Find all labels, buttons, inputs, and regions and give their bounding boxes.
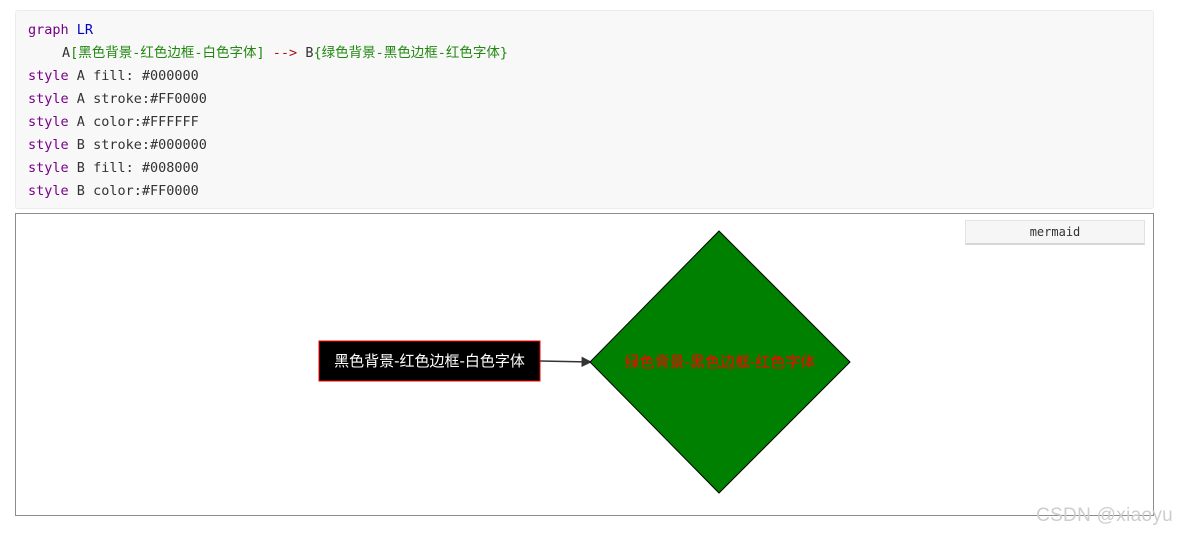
- style-rule: fill: #008000: [93, 160, 199, 176]
- keyword-style: style: [28, 91, 69, 107]
- keyword-style: style: [28, 160, 69, 176]
- edge-arrow: -->: [272, 45, 298, 61]
- node-a-label: [黑色背景-红色边框-白色字体]: [70, 45, 265, 61]
- node-b-id: B: [305, 45, 314, 61]
- style-target: B: [76, 160, 85, 176]
- flow-edge: [539, 356, 593, 368]
- keyword-graph: graph: [28, 22, 69, 38]
- flowchart: 黑色背景-红色边框-白色字体 绿色背景-黑色边框-红色字体: [318, 230, 851, 494]
- node-b[interactable]: 绿色背景-黑色边框-红色字体: [589, 230, 851, 494]
- style-rule: stroke:#FF0000: [93, 91, 207, 107]
- keyword-style: style: [28, 137, 69, 153]
- keyword-style: style: [28, 114, 69, 130]
- watermark: CSDN @xiaoyu: [1036, 505, 1173, 526]
- style-target: A: [76, 91, 85, 107]
- style-target: B: [76, 183, 85, 199]
- code-line-style: style A fill: #000000: [28, 65, 1141, 88]
- node-b-diamond: [589, 230, 851, 494]
- code-line-style: style B stroke:#000000: [28, 134, 1141, 157]
- code-line-edge: A[黑色背景-红色边框-白色字体] --> B{绿色背景-黑色边框-红色字体}: [28, 42, 1141, 65]
- node-a[interactable]: 黑色背景-红色边框-白色字体: [318, 340, 541, 382]
- node-a-id: A: [62, 45, 71, 61]
- style-target: A: [76, 68, 85, 84]
- code-line-style: style A color:#FFFFFF: [28, 111, 1141, 134]
- graph-direction: LR: [76, 22, 94, 38]
- code-line-style: style A stroke:#FF0000: [28, 88, 1141, 111]
- node-a-rect: [318, 340, 541, 382]
- mermaid-preview: 黑色背景-红色边框-白色字体 绿色背景-黑色边框-红色字体 mermaid: [15, 213, 1154, 516]
- code-line-graph: graph LR: [28, 19, 1141, 42]
- code-line-style: style B color:#FF0000: [28, 180, 1141, 203]
- code-editor[interactable]: graph LR A[黑色背景-红色边框-白色字体] --> B{绿色背景-黑色…: [15, 10, 1154, 209]
- node-b-label: {绿色背景-黑色边框-红色字体}: [313, 45, 508, 61]
- style-rule: color:#FF0000: [93, 183, 199, 199]
- node-a-text: 黑色背景-红色边框-白色字体: [334, 352, 525, 370]
- node-b-text: 绿色背景-黑色边框-红色字体: [625, 353, 816, 371]
- style-target: B: [76, 137, 85, 153]
- style-target: A: [76, 114, 85, 130]
- style-rule: color:#FFFFFF: [93, 114, 199, 130]
- keyword-style: style: [28, 68, 69, 84]
- style-rule: stroke:#000000: [93, 137, 207, 153]
- keyword-style: style: [28, 183, 69, 199]
- style-rule: fill: #000000: [93, 68, 199, 84]
- code-line-style: style B fill: #008000: [28, 157, 1141, 180]
- language-badge[interactable]: mermaid: [965, 220, 1145, 245]
